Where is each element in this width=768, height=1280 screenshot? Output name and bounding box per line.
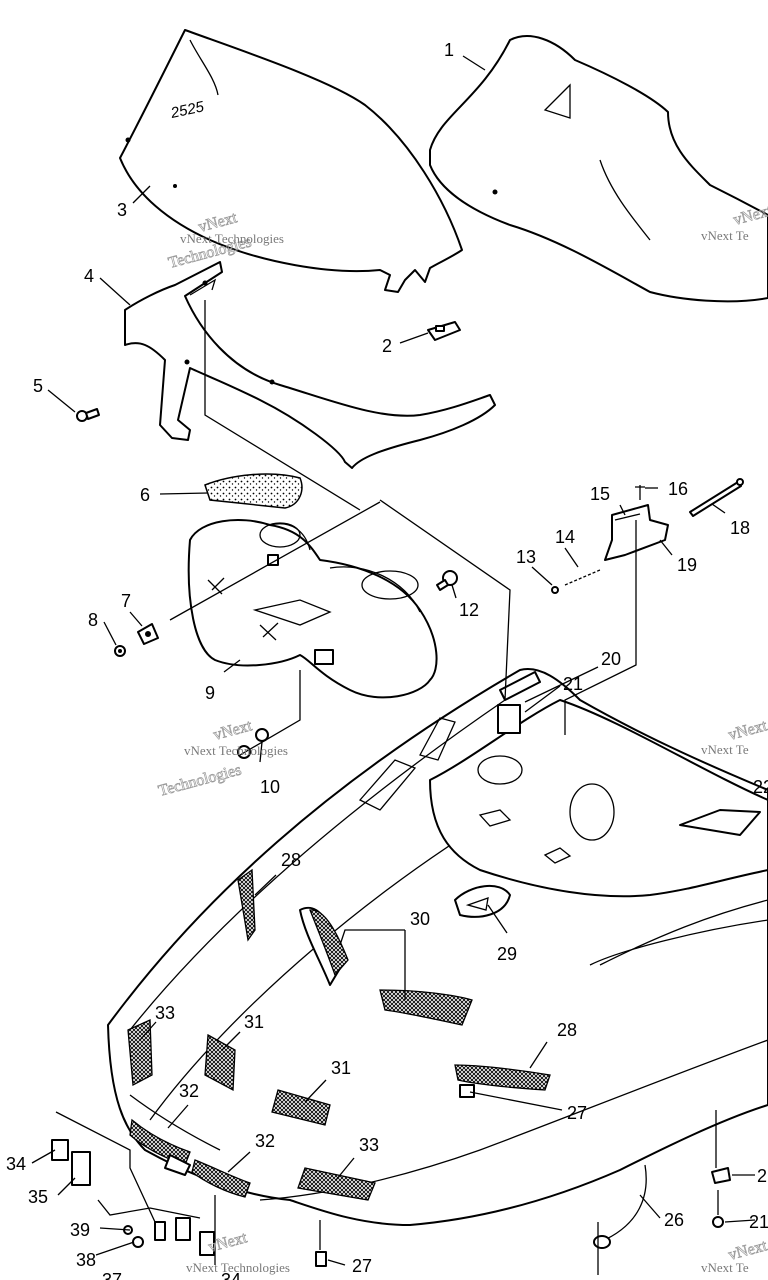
clip-27 bbox=[459, 1084, 475, 1098]
callout-33-lower: 33 bbox=[359, 1135, 379, 1155]
brackets-34-35 bbox=[51, 1139, 215, 1256]
leader-lines bbox=[31, 55, 756, 1275]
callout-34-bottom: 34 bbox=[221, 1270, 241, 1280]
callout-10: 10 bbox=[260, 777, 280, 797]
callout-38: 38 bbox=[76, 1250, 96, 1270]
windshield-bracket bbox=[124, 261, 496, 469]
callout-20: 20 bbox=[601, 649, 621, 669]
rod-18 bbox=[689, 478, 744, 517]
screw bbox=[76, 408, 100, 422]
clip-27-bottom bbox=[315, 1251, 327, 1267]
vent-grilles bbox=[127, 868, 551, 1201]
callout-28-right: 28 bbox=[557, 1020, 577, 1040]
callout-34-left: 34 bbox=[6, 1154, 26, 1174]
nut-8 bbox=[114, 645, 126, 657]
callout-1: 1 bbox=[444, 40, 454, 60]
callout-8: 8 bbox=[88, 610, 98, 630]
watermark-caption: vNext Technologies bbox=[180, 231, 284, 246]
callout-labels: 1 2 3 4 5 6 7 8 9 10 12 13 14 15 16 18 1… bbox=[6, 40, 768, 1280]
callout-39: 39 bbox=[70, 1220, 90, 1240]
callout-19: 19 bbox=[677, 555, 697, 575]
watermark-5: vNext vNext Te bbox=[701, 717, 768, 757]
callout-28-top: 28 bbox=[281, 850, 301, 870]
watermark-caption: vNext Te bbox=[701, 1260, 749, 1275]
foam-pad bbox=[204, 473, 303, 509]
watermark-line1: vNext bbox=[727, 717, 768, 744]
watermark-line2: Technologies bbox=[157, 761, 244, 799]
callout-27-bottom: 27 bbox=[352, 1256, 372, 1276]
callout-32-upper: 32 bbox=[179, 1081, 199, 1101]
callout-21-top: 21 bbox=[563, 674, 583, 694]
decal-29 bbox=[454, 884, 511, 918]
callout-22: 22 bbox=[753, 777, 768, 797]
callout-31-upper: 31 bbox=[244, 1012, 264, 1032]
watermark-line1: vNext bbox=[212, 717, 255, 744]
washer-7 bbox=[137, 623, 159, 645]
callout-2: 2 bbox=[382, 336, 392, 356]
callout-9: 9 bbox=[205, 683, 215, 703]
callout-2-right: 2 bbox=[757, 1166, 767, 1186]
watermark-caption: vNext Te bbox=[701, 742, 749, 757]
bolt-12 bbox=[436, 570, 458, 591]
callout-26: 26 bbox=[664, 1210, 684, 1230]
watermark-caption: vNext Technologies bbox=[186, 1260, 290, 1275]
watermark-caption: vNext Technologies bbox=[184, 743, 288, 758]
callout-31-lower: 31 bbox=[331, 1058, 351, 1078]
callout-32-lower: 32 bbox=[255, 1131, 275, 1151]
hood-body bbox=[107, 668, 768, 1226]
callout-4: 4 bbox=[84, 266, 94, 286]
callout-12: 12 bbox=[459, 600, 479, 620]
watermark-caption: vNext Te bbox=[701, 228, 749, 243]
callout-5: 5 bbox=[33, 376, 43, 396]
callout-6: 6 bbox=[140, 485, 150, 505]
callout-3: 3 bbox=[117, 200, 127, 220]
callout-7: 7 bbox=[121, 591, 131, 611]
callout-30: 30 bbox=[410, 909, 430, 929]
windshield: 2525 bbox=[119, 29, 463, 293]
callout-13: 13 bbox=[516, 547, 536, 567]
callout-27-right: 27 bbox=[567, 1103, 587, 1123]
callout-29: 29 bbox=[497, 944, 517, 964]
clip-2-right bbox=[711, 1167, 731, 1184]
callout-15: 15 bbox=[590, 484, 610, 504]
bolt-21-right bbox=[712, 1216, 724, 1228]
callout-14: 14 bbox=[555, 527, 575, 547]
callout-16: 16 bbox=[668, 479, 688, 499]
spring-13-14 bbox=[551, 569, 601, 594]
seat bbox=[429, 35, 768, 303]
callout-37: 37 bbox=[102, 1270, 122, 1280]
headlight-assembly bbox=[187, 519, 438, 699]
callout-21-right: 21 bbox=[749, 1212, 768, 1232]
windshield-marking: 2525 bbox=[168, 98, 206, 122]
callout-35: 35 bbox=[28, 1187, 48, 1207]
fastener-clip bbox=[427, 321, 461, 341]
callout-18: 18 bbox=[730, 518, 750, 538]
callout-33-left: 33 bbox=[155, 1003, 175, 1023]
watermark-6: vNext vNext Te bbox=[701, 1237, 768, 1275]
